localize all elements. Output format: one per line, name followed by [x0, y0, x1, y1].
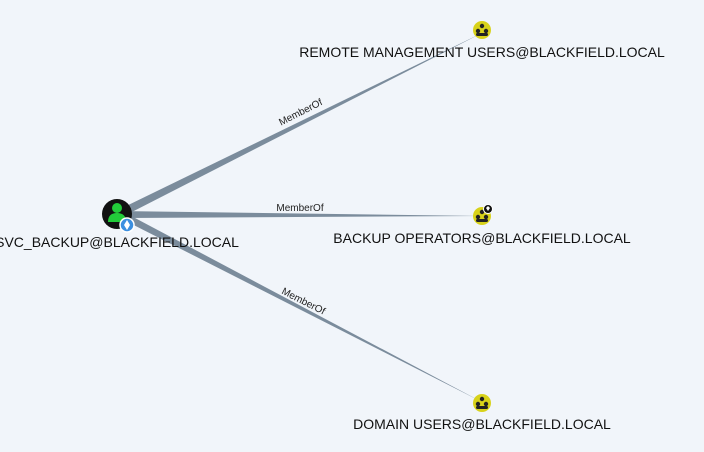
- node-label-remote-management-users: REMOTE MANAGEMENT USERS@BLACKFIELD.LOCAL: [299, 44, 665, 60]
- node-svc-backup[interactable]: SVC_BACKUP@BLACKFIELD.LOCAL: [0, 199, 239, 250]
- edge-memberof-remote-management[interactable]: MemberOf: [118, 33, 482, 217]
- owned-diamond-icon: [119, 217, 135, 233]
- node-label-svc-backup: SVC_BACKUP@BLACKFIELD.LOCAL: [0, 234, 239, 250]
- edge-memberof-backup-operators[interactable]: MemberOf: [118, 203, 482, 218]
- node-label-backup-operators: BACKUP OPERATORS@BLACKFIELD.LOCAL: [333, 230, 631, 246]
- high-value-icon: [483, 204, 493, 214]
- node-domain-users[interactable]: DOMAIN USERS@BLACKFIELD.LOCAL: [353, 394, 611, 432]
- edge-label-backup-operators: MemberOf: [276, 203, 323, 214]
- node-remote-management-users[interactable]: REMOTE MANAGEMENT USERS@BLACKFIELD.LOCAL: [299, 21, 665, 60]
- node-backup-operators[interactable]: BACKUP OPERATORS@BLACKFIELD.LOCAL: [333, 204, 631, 247]
- group-icon: [473, 394, 491, 412]
- group-icon: [473, 207, 491, 225]
- node-label-domain-users: DOMAIN USERS@BLACKFIELD.LOCAL: [353, 416, 611, 432]
- group-icon: [473, 21, 491, 39]
